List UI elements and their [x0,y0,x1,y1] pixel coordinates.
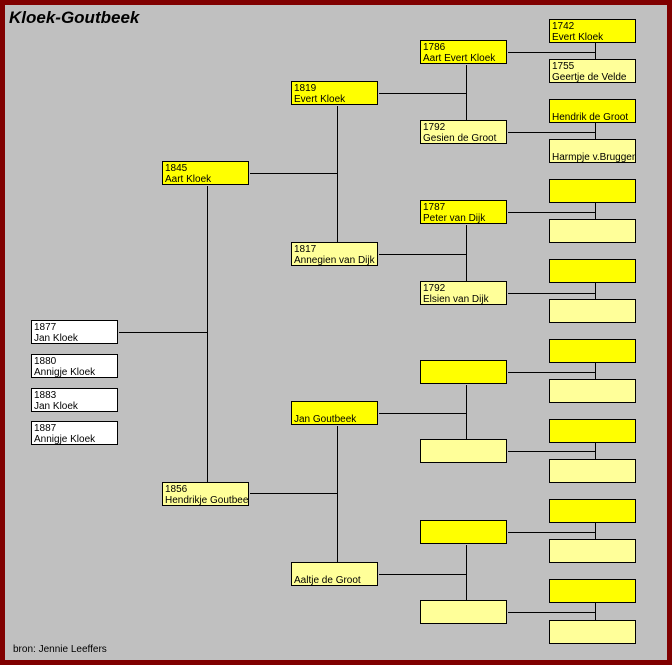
person-name: Hendrikje Goutbeek [165,495,249,506]
person-box[interactable] [549,499,636,523]
person-box[interactable] [420,360,507,384]
person-box[interactable] [549,419,636,443]
connector-line [119,332,207,333]
connector-line [250,173,337,174]
person-name: Gesien de Groot [423,133,497,144]
person-name: Jan Kloek [34,333,78,344]
person-year: 1883 [34,390,57,401]
person-name: Annegien van Dijk [294,255,375,266]
person-year: 1742 [552,21,575,32]
person-name: Evert Kloek [552,32,604,43]
chart-title: Kloek-Goutbeek [9,8,140,27]
person-box[interactable] [549,379,636,403]
person-box[interactable] [549,339,636,363]
connector-line [207,186,208,482]
source-note: bron: Jennie Leeffers [13,644,107,655]
person-name: Annigje Kloek [34,367,96,378]
connector-line [337,106,338,242]
connector-line [466,225,467,281]
connector-line [379,254,466,255]
connector-line [466,545,467,600]
person-box[interactable] [549,579,636,603]
connector-line [508,532,595,533]
person-year: 1856 [165,484,188,495]
connector-line [595,603,596,621]
connector-line [508,372,595,373]
person-name: Aart Kloek [165,174,212,185]
person-year: 1755 [552,61,575,72]
person-box[interactable] [549,299,636,323]
connector-line [595,283,596,300]
person-year: 1819 [294,83,317,94]
connector-line [379,574,466,575]
person-box[interactable] [549,259,636,283]
person-name: Geertje de Velde [552,72,627,83]
person-name: Aart Evert Kloek [423,53,496,64]
connector-line [595,123,596,140]
person-box[interactable] [549,539,636,563]
connector-line [508,612,595,613]
person-name: Jan Goutbeek [294,414,357,425]
person-name: Evert Kloek [294,94,346,105]
person-year: 1786 [423,42,446,53]
person-year: 1792 [423,122,446,133]
connector-line [508,293,595,294]
connector-line [337,426,338,562]
connector-line [508,132,595,133]
person-box[interactable] [420,439,507,463]
connector-line [595,443,596,460]
connector-line [466,385,467,439]
connector-line [595,523,596,540]
person-box[interactable] [549,459,636,483]
connector-line [595,203,596,220]
person-name: Hendrik de Groot [552,112,629,123]
person-box[interactable] [549,219,636,243]
connector-line [508,52,595,53]
connector-line [595,363,596,380]
pedigree-chart: Kloek-Goutbeek bron: Jennie Leeffers 187… [5,5,667,660]
person-box[interactable] [549,179,636,203]
person-name: Peter van Dijk [423,213,486,224]
person-box[interactable]: Harmpje v.Bruggen [549,139,636,163]
person-box[interactable]: Hendrik de Groot [549,99,636,123]
person-name: Jan Kloek [34,401,78,412]
connector-line [250,493,337,494]
connector-line [508,212,595,213]
person-name: Aaltje de Groot [294,575,361,586]
person-box[interactable] [420,600,507,624]
person-name: Elsien van Dijk [423,294,489,305]
person-year: 1787 [423,202,446,213]
person-year: 1817 [294,244,317,255]
person-name: Annigje Kloek [34,434,96,445]
connector-line [379,413,466,414]
connector-line [466,65,467,120]
person-box[interactable]: Jan Goutbeek [291,401,378,425]
connector-line [379,93,466,94]
person-year: 1792 [423,283,446,294]
person-year: 1880 [34,356,57,367]
person-year: 1887 [34,423,57,434]
person-box[interactable]: Aaltje de Groot [291,562,378,586]
connector-line [508,451,595,452]
connector-line [595,43,596,60]
person-year: 1877 [34,322,57,333]
person-year: 1845 [165,163,188,174]
person-box[interactable] [420,520,507,544]
person-box[interactable] [549,620,636,644]
person-name: Harmpje v.Bruggen [552,152,636,163]
